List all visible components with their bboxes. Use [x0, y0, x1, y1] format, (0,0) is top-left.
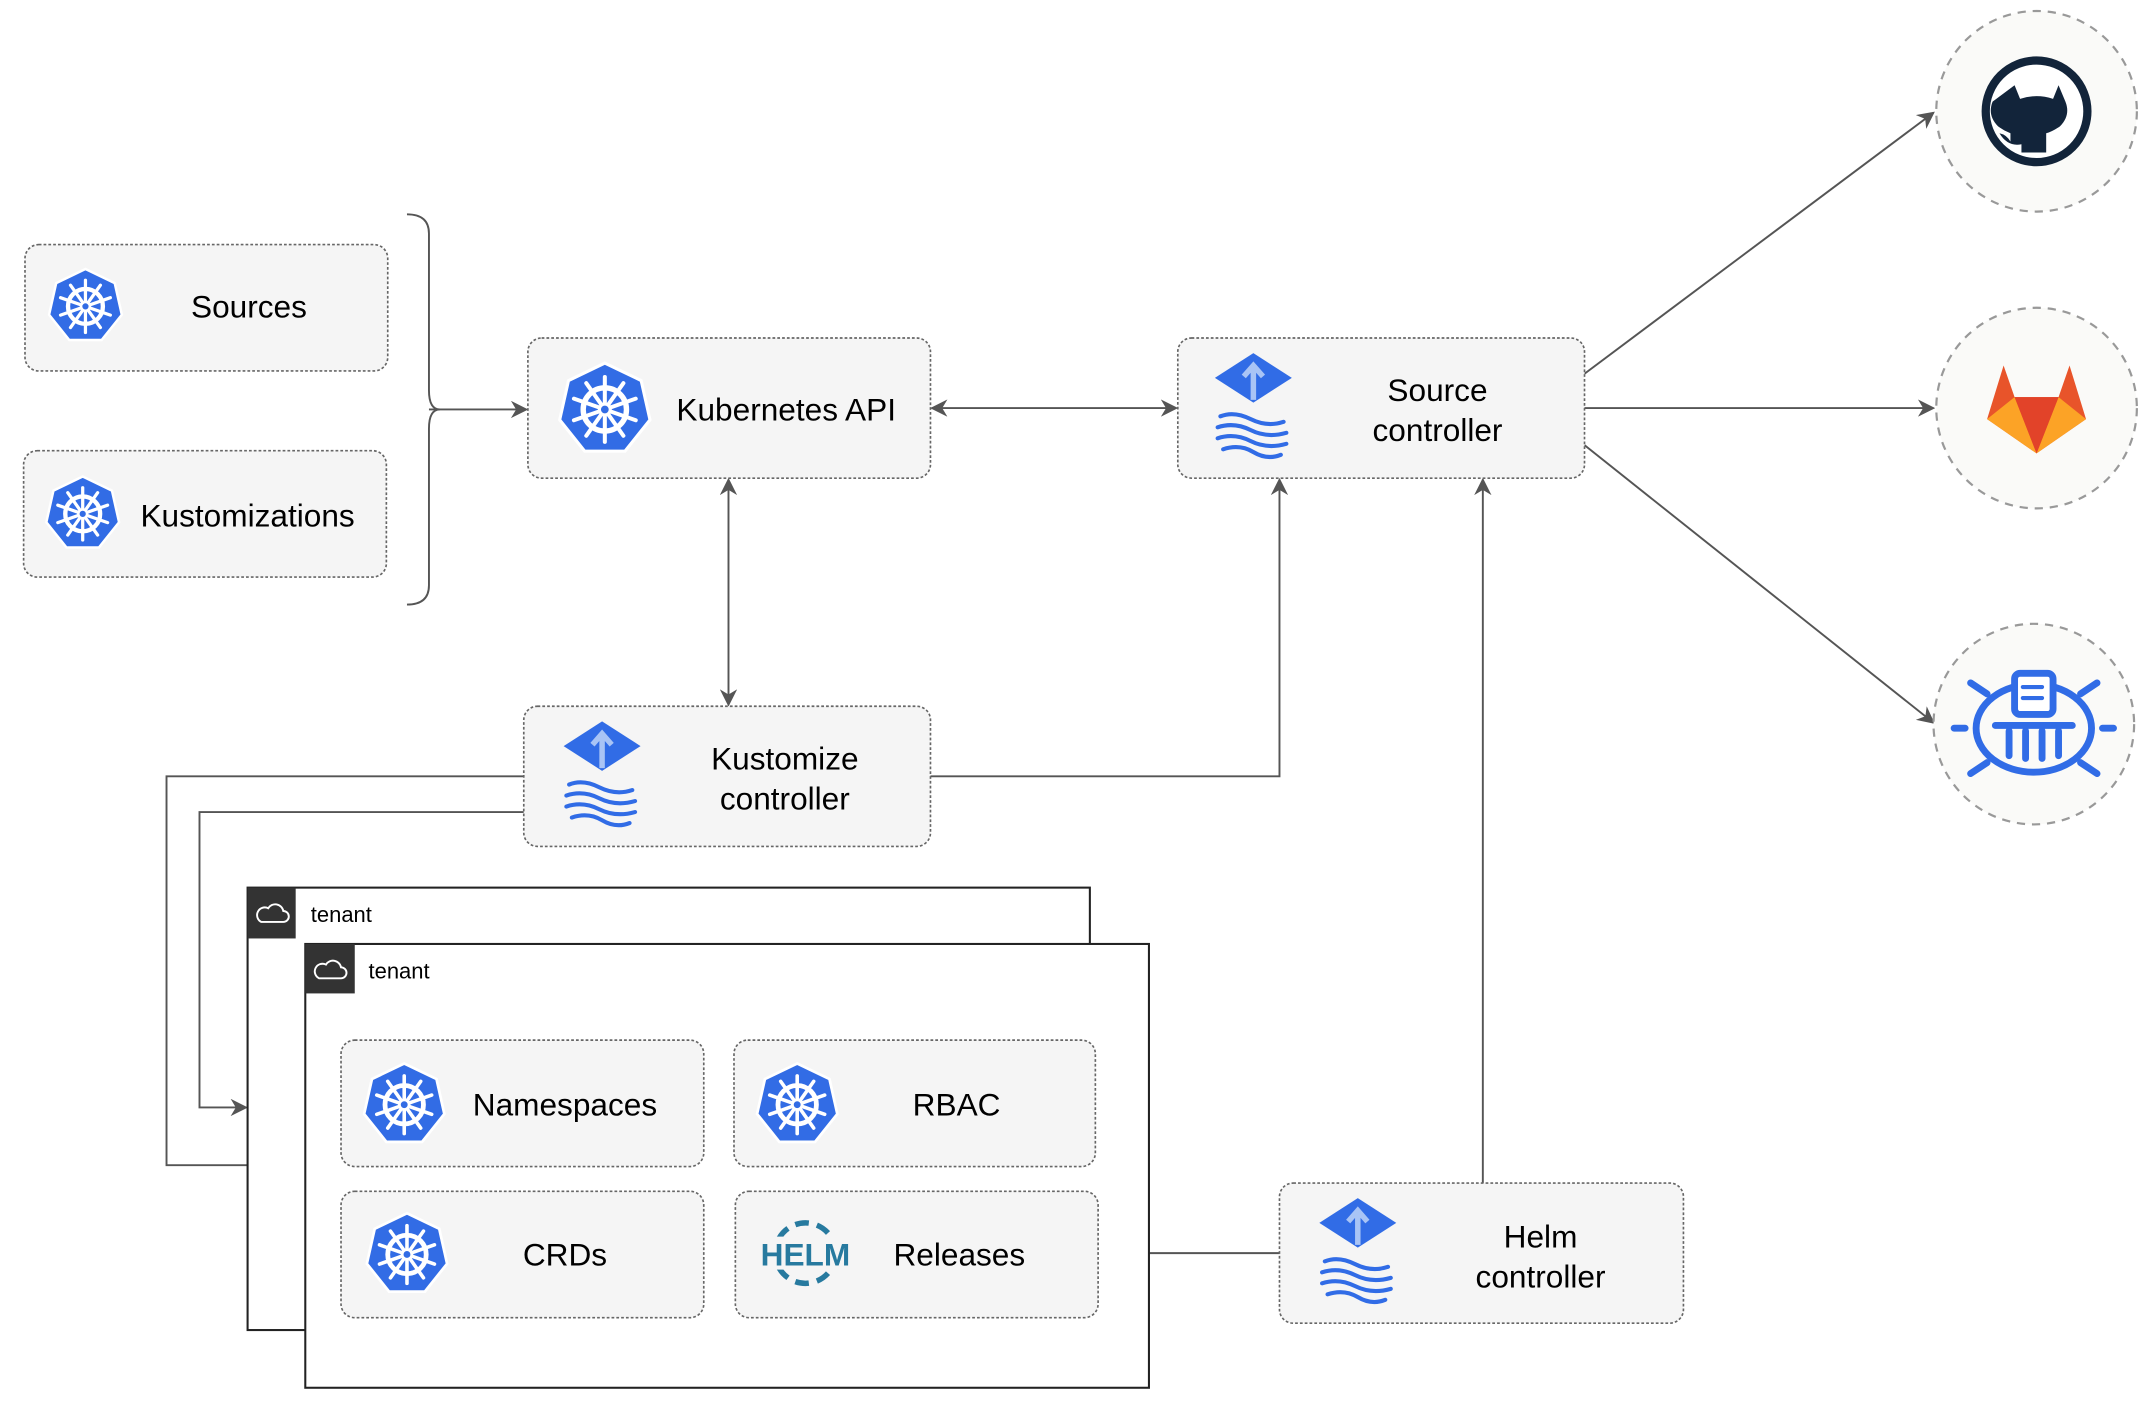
helm-icon: HELM — [758, 1220, 853, 1287]
github-repository[interactable] — [1935, 9, 2138, 213]
kustomizations-node[interactable]: Kustomizations — [22, 449, 388, 578]
helm-controller-label-2: controller — [1476, 1258, 1606, 1294]
edge-kustomize-to-tenant-front — [165, 775, 524, 1174]
edge-source-to-helm-repo — [1583, 444, 1935, 724]
kubernetes-api-label: Kubernetes API — [676, 391, 896, 427]
edge-kustomize-to-source — [930, 477, 1289, 778]
releases-node[interactable]: HELM Releases — [734, 1190, 1099, 1319]
gitlab-repository[interactable] — [1935, 306, 2138, 510]
rbac-node[interactable]: RBAC — [733, 1039, 1097, 1168]
sources-node[interactable]: Sources — [24, 243, 389, 372]
namespaces-node[interactable]: Namespaces — [340, 1039, 705, 1168]
sources-label: Sources — [191, 288, 307, 324]
helm-controller-label-1: Helm — [1504, 1219, 1578, 1255]
github-icon — [1981, 56, 2092, 167]
helm-repository-icon — [1950, 669, 2117, 778]
tenant-label: tenant — [311, 902, 372, 927]
cloud-icon — [313, 959, 348, 980]
source-controller-node[interactable]: Source controller — [1176, 337, 1586, 479]
tenant-label: tenant — [369, 958, 430, 983]
source-controller-label-1: Source — [1387, 372, 1487, 408]
cloud-icon — [256, 903, 290, 923]
helm-repository[interactable] — [1932, 622, 2136, 826]
source-controller-label-2: controller — [1373, 412, 1503, 448]
kustomize-controller-label-1: Kustomize — [711, 740, 858, 776]
helm-controller-node[interactable]: Helm controller — [1278, 1182, 1685, 1325]
rbac-label: RBAC — [913, 1087, 1001, 1123]
releases-label: Releases — [893, 1236, 1025, 1272]
kustomizations-label: Kustomizations — [140, 497, 354, 533]
edge-kustomize-to-tenant-back — [198, 811, 524, 1117]
svg-text:HELM: HELM — [761, 1236, 851, 1272]
kustomize-controller-label-2: controller — [720, 780, 850, 816]
edge-source-to-github — [1583, 111, 1935, 375]
gitlab-icon — [1987, 365, 2087, 454]
crds-node[interactable]: CRDs — [340, 1190, 705, 1319]
tenant-header-icon-bg — [305, 943, 355, 994]
kubernetes-api-node[interactable]: Kubernetes API — [527, 337, 932, 479]
kustomize-controller-node[interactable]: Kustomize controller — [522, 705, 932, 848]
crds-label: CRDs — [523, 1236, 607, 1272]
namespaces-label: Namespaces — [473, 1087, 657, 1123]
